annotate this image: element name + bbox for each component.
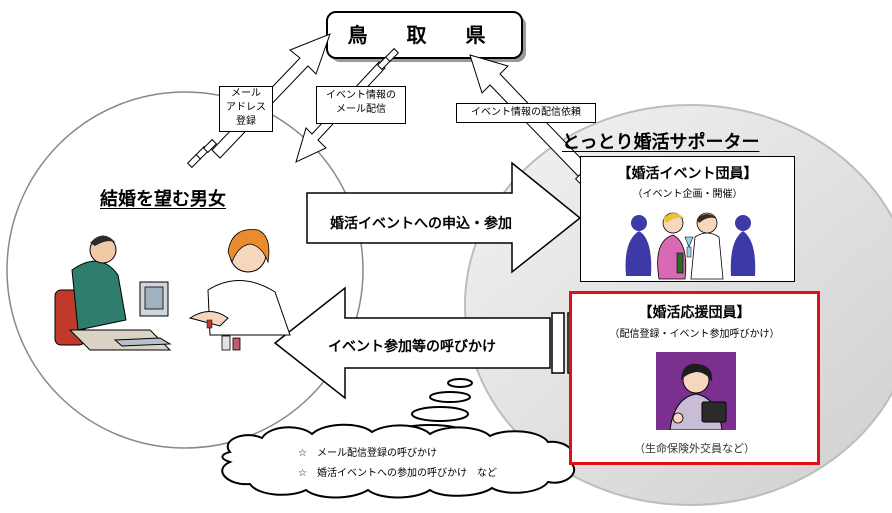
call-to-join-label: イベント参加等の呼びかけ [328,339,496,355]
woman-illustration [188,229,291,351]
party-illustration [625,212,756,280]
saleswoman-illustration [656,352,736,430]
speech-cloud [221,423,576,499]
apply-join-label: 婚活イベントへの申込・参加 [330,216,512,232]
event-member-box: 【婚活イベント団員】 （イベント企画・開催） [580,156,795,282]
mail-register-line-2: アドレス [226,102,266,113]
mail-register-line-1: メール [231,88,261,99]
event-mail-label: イベント情報の メール配信 [316,86,406,124]
support-member-title: 【婚活応援団員】 [638,305,751,321]
cloud-item-2: ☆ 婚活イベントへの参加の呼びかけ など [298,468,497,479]
businessman-illustration [54,235,172,351]
support-member-subtitle: （配信登録・イベント参加呼びかけ） [609,329,780,340]
prefecture-title: 鳥 取 県 [347,23,502,47]
delivery-request-label: イベント情報の配信依頼 [456,103,596,123]
supporters-title: とっとり婚活サポーター [562,132,760,153]
couples-title: 結婚を望む男女 [100,189,226,210]
arrow-apply-join [306,161,582,274]
event-mail-line-1: イベント情報の [326,90,396,101]
cloud-item-1: ☆ メール配信登録の呼びかけ [298,448,437,459]
support-member-note: （生命保険外交員など） [634,442,755,455]
mail-register-label: メール アドレス 登録 [219,86,273,132]
event-member-subtitle: （イベント企画・開催） [632,189,743,200]
event-mail-line-2: メール配信 [336,104,386,115]
event-member-title: 【婚活イベント団員】 [617,166,758,182]
mail-register-line-3: 登録 [236,116,256,127]
couple-circle [6,91,364,449]
support-member-box: 【婚活応援団員】 （配信登録・イベント参加呼びかけ） （生命保険外交員など） [569,291,820,465]
arrow-call-to-join [273,286,551,400]
